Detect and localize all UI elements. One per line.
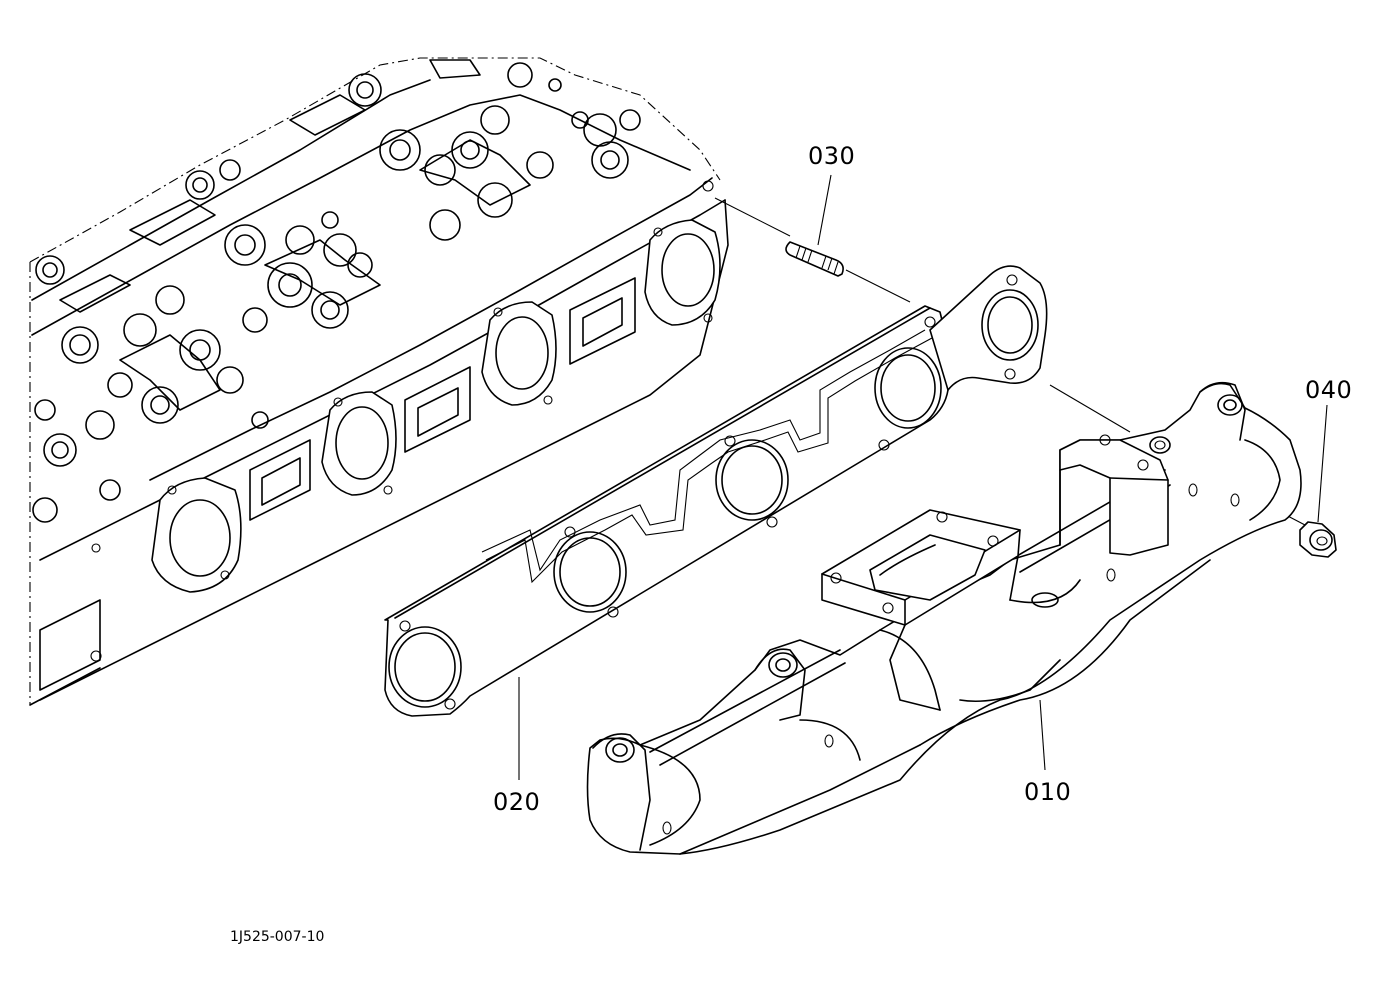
exhaust-manifold-drawing <box>586 381 1302 855</box>
part-label-040: 040 <box>1305 376 1353 404</box>
leader-lines <box>518 174 1328 780</box>
part-label-030: 030 <box>808 142 856 170</box>
part-label-020: 020 <box>493 788 541 816</box>
part-label-010: 010 <box>1024 778 1072 806</box>
manifold-gasket-drawing <box>384 265 1048 717</box>
drawing-code: 1J525-007-10 <box>230 929 325 945</box>
cylinder-head-drawing <box>29 57 729 706</box>
flange-nut-drawing <box>1299 521 1337 558</box>
